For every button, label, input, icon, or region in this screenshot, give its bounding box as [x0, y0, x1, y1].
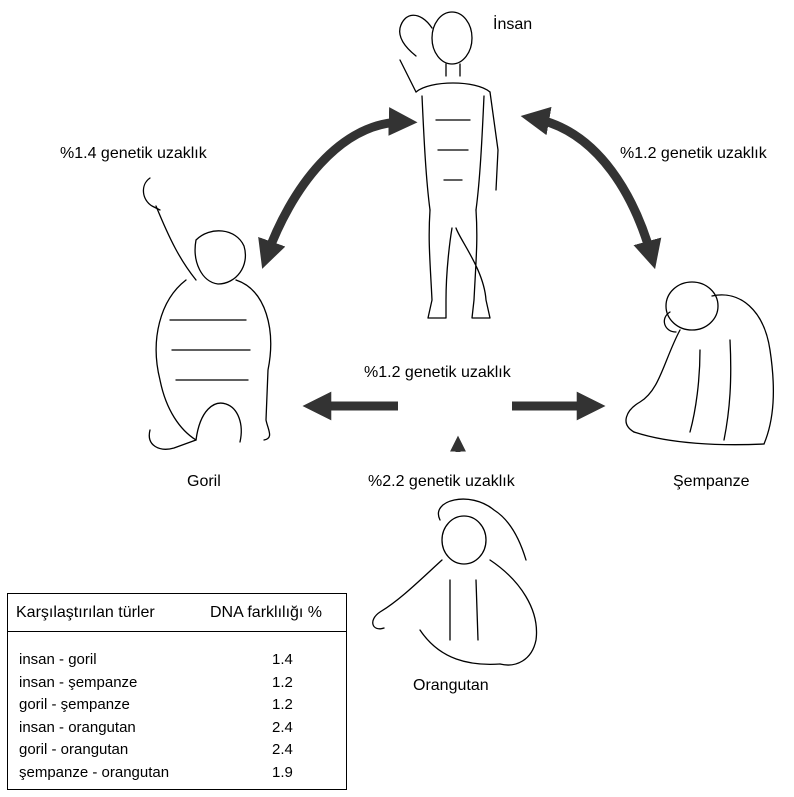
table-row: goril - orangutan 2.4 — [8, 741, 346, 762]
row-value: 2.4 — [272, 719, 293, 736]
human-figure — [400, 12, 498, 318]
row-value: 1.4 — [272, 651, 293, 668]
label-gorilla: Goril — [187, 473, 221, 491]
label-orangutan: Orangutan — [413, 677, 489, 695]
row-pair: goril - orangutan — [19, 741, 128, 758]
table-row: insan - goril 1.4 — [8, 651, 346, 672]
gorilla-figure — [143, 178, 270, 449]
row-value: 2.4 — [272, 741, 293, 758]
row-pair: insan - şempanze — [19, 674, 137, 691]
table-row: insan - orangutan 2.4 — [8, 719, 346, 740]
label-chimpanzee: Şempanze — [673, 473, 750, 491]
row-pair: goril - şempanze — [19, 696, 130, 713]
distance-human-gorilla: %1.4 genetik uzaklık — [60, 145, 207, 163]
table-row: şempanze - orangutan 1.9 — [8, 764, 346, 785]
row-pair: şempanze - orangutan — [19, 764, 169, 781]
table-row: goril - şempanze 1.2 — [8, 696, 346, 717]
dna-difference-table: Karşılaştırılan türler DNA farklılığı % … — [7, 593, 347, 790]
label-human: İnsan — [493, 16, 532, 34]
distance-human-chimpanzee: %1.2 genetik uzaklık — [620, 145, 767, 163]
arrow-human-gorilla — [266, 122, 406, 258]
header-compared-species: Karşılaştırılan türler — [16, 604, 155, 622]
table-row: insan - şempanze 1.2 — [8, 674, 346, 695]
row-value: 1.2 — [272, 674, 293, 691]
row-value: 1.9 — [272, 764, 293, 781]
row-pair: insan - orangutan — [19, 719, 136, 736]
chimpanzee-figure — [626, 282, 773, 445]
distance-orangutan: %2.2 genetik uzaklık — [368, 473, 515, 491]
table-header: Karşılaştırılan türler DNA farklılığı % — [8, 594, 346, 632]
distance-gorilla-chimpanzee: %1.2 genetik uzaklık — [364, 364, 511, 382]
row-pair: insan - goril — [19, 651, 97, 668]
orangutan-figure — [373, 499, 537, 665]
row-value: 1.2 — [272, 696, 293, 713]
header-dna-difference: DNA farklılığı % — [210, 604, 322, 622]
arrow-human-chimpanzee — [532, 118, 652, 258]
